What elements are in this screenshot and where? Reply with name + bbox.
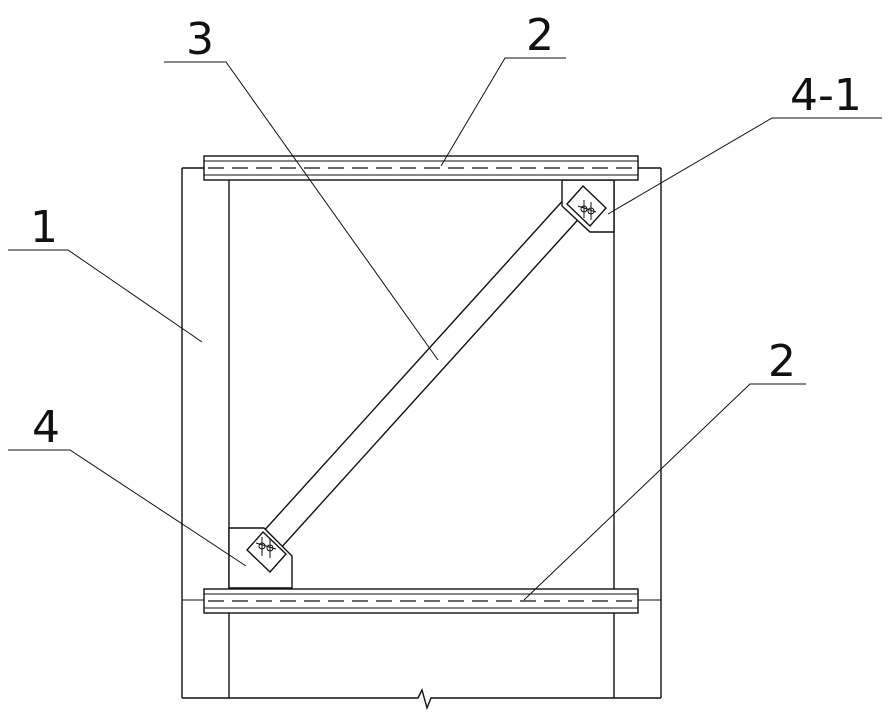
label-beam-top: 2	[526, 10, 554, 61]
part-labels: 1 3 2 4-1 2 4	[30, 10, 862, 453]
label-beam-bottom: 2	[768, 336, 796, 387]
leader-gusset-bottom	[8, 450, 246, 566]
break-line	[182, 690, 661, 708]
leader-beam-bottom	[524, 384, 806, 600]
beam-top	[204, 156, 638, 180]
beam-bottom	[204, 589, 638, 613]
label-gusset-bottom: 4	[32, 402, 60, 453]
leader-column	[8, 250, 202, 342]
label-gusset-top: 4-1	[790, 70, 862, 121]
leader-lines	[8, 58, 882, 600]
label-column: 1	[30, 202, 58, 253]
brace-body	[252, 186, 594, 560]
column-frame	[182, 168, 661, 708]
label-brace: 3	[186, 14, 214, 65]
diagonal-brace	[252, 186, 594, 560]
leader-beam-top	[441, 58, 566, 166]
leader-brace	[164, 62, 438, 360]
leader-gusset-top	[608, 118, 882, 214]
